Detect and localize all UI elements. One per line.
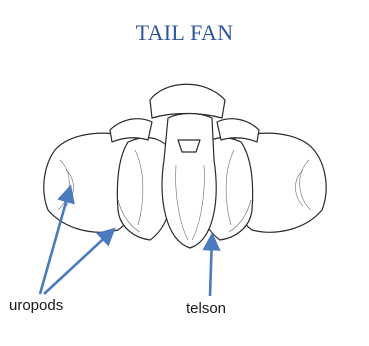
telson-arrow bbox=[210, 236, 212, 296]
uropods-label: uropods bbox=[9, 297, 63, 314]
abdominal-segment bbox=[150, 84, 225, 118]
telson-label: telson bbox=[186, 300, 226, 317]
telson-plate bbox=[162, 114, 216, 249]
